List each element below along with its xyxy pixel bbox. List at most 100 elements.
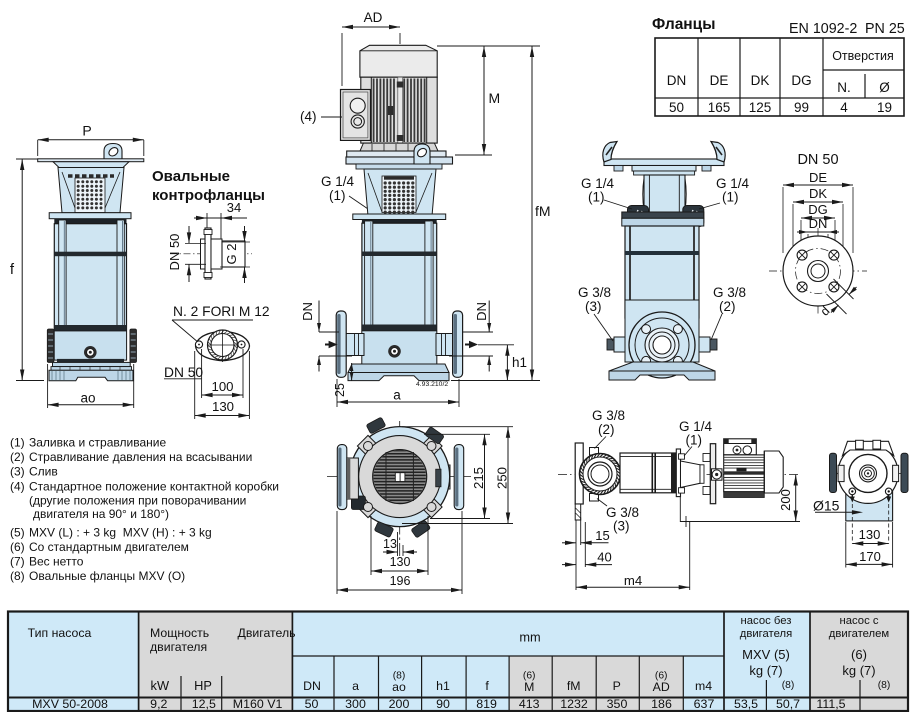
svg-text:DN: DN [303, 679, 321, 693]
svg-text:G 1/4: G 1/4 [679, 419, 713, 434]
svg-text:125: 125 [749, 100, 772, 115]
svg-text:G 3/8: G 3/8 [592, 408, 625, 423]
svg-text:двигателя: двигателя [150, 640, 207, 654]
svg-text:PN 25: PN 25 [865, 21, 905, 37]
svg-text:DE: DE [809, 170, 827, 185]
svg-text:300: 300 [345, 697, 366, 711]
svg-text:200: 200 [389, 697, 410, 711]
svg-text:f: f [485, 679, 489, 693]
svg-text:Овальные фланцы MXV (О): Овальные фланцы MXV (О) [29, 569, 185, 583]
svg-text:(8): (8) [782, 680, 795, 691]
svg-text:a: a [393, 388, 401, 403]
svg-text:99: 99 [794, 100, 809, 115]
svg-text:MXV (5): MXV (5) [742, 647, 790, 662]
svg-text:a: a [352, 679, 359, 693]
svg-text:kW: kW [151, 678, 170, 693]
svg-text:G 3/8: G 3/8 [578, 285, 611, 300]
svg-text:G 1/4: G 1/4 [716, 176, 750, 191]
svg-text:(6): (6) [851, 647, 867, 662]
svg-text:Слив: Слив [29, 465, 58, 479]
svg-text:DG: DG [791, 73, 811, 88]
svg-text:186: 186 [651, 697, 672, 711]
svg-text:200: 200 [778, 489, 793, 511]
svg-text:(6): (6) [523, 671, 536, 682]
svg-text:G 3/8: G 3/8 [713, 285, 746, 300]
svg-text:M160 V1: M160 V1 [233, 697, 283, 711]
svg-text:(2): (2) [719, 299, 736, 314]
svg-text:DG: DG [808, 202, 828, 217]
svg-text:AD: AD [364, 10, 383, 25]
svg-text:m4: m4 [695, 679, 712, 693]
svg-text:Тип насоса: Тип насоса [28, 626, 92, 640]
svg-text:MXV 50-2008: MXV 50-2008 [32, 697, 108, 711]
svg-text:Стравливание давления на всасы: Стравливание давления на всасывании [29, 450, 252, 464]
svg-text:ao: ao [392, 680, 406, 694]
svg-text:90: 90 [436, 697, 450, 711]
svg-text:637: 637 [694, 697, 715, 711]
svg-text:M: M [489, 90, 501, 106]
svg-text:(6): (6) [655, 671, 668, 682]
svg-text:50: 50 [305, 697, 319, 711]
svg-text:m4: m4 [624, 573, 642, 588]
svg-text:(другие положения при поворачи: (другие положения при поворачивании [29, 494, 246, 508]
svg-text:Ø15: Ø15 [813, 498, 840, 514]
svg-text:DN: DN [300, 302, 315, 321]
svg-text:h1: h1 [436, 679, 450, 693]
svg-text:DE: DE [710, 73, 729, 88]
svg-text:G 1/4: G 1/4 [321, 174, 355, 189]
svg-text:G 1/4: G 1/4 [581, 176, 615, 191]
svg-text:40: 40 [597, 550, 611, 565]
svg-text:f: f [10, 261, 15, 278]
svg-text:(7): (7) [10, 555, 25, 569]
svg-text:(3): (3) [613, 519, 630, 534]
svg-text:AD: AD [653, 680, 670, 694]
svg-text:4: 4 [840, 100, 848, 115]
svg-text:DN: DN [667, 73, 687, 88]
svg-text:15: 15 [595, 528, 609, 543]
svg-text:MXV (L) : + 3 kg MXV (H) : +: MXV (L) : + 3 kg MXV (H) : + 3 kg [29, 526, 212, 540]
svg-text:DK: DK [751, 73, 770, 88]
svg-text:EN 1092-2: EN 1092-2 [789, 21, 857, 37]
svg-text:(4): (4) [10, 480, 25, 494]
svg-text:Со стандартным двигателем: Со стандартным двигателем [29, 540, 189, 554]
svg-text:(2): (2) [10, 450, 25, 464]
svg-text:(8): (8) [393, 671, 406, 682]
svg-text:165: 165 [708, 100, 731, 115]
svg-text:Двигатель: Двигатель [238, 626, 296, 640]
svg-text:DN: DN [474, 302, 489, 321]
svg-text:170: 170 [859, 549, 881, 564]
svg-text:(3): (3) [10, 465, 25, 479]
svg-text:4.93.210/2: 4.93.210/2 [416, 381, 448, 388]
svg-text:(1): (1) [10, 436, 25, 450]
svg-text:1232: 1232 [560, 697, 588, 711]
svg-text:насос без: насос без [741, 615, 792, 627]
svg-text:53,5: 53,5 [734, 697, 758, 711]
svg-text:(1): (1) [686, 433, 703, 448]
svg-text:(8): (8) [878, 680, 891, 691]
svg-text:(1): (1) [588, 190, 605, 205]
svg-text:двигателем: двигателем [829, 628, 889, 640]
svg-text:Стандартное положение контактн: Стандартное положение контактной коробки [29, 480, 279, 494]
svg-text:Ø: Ø [879, 80, 890, 95]
svg-text:(4): (4) [300, 109, 317, 124]
svg-text:mm: mm [519, 630, 540, 645]
svg-text:(5): (5) [10, 526, 25, 540]
svg-text:DN 50: DN 50 [797, 152, 838, 168]
svg-text:fM: fM [567, 679, 581, 693]
svg-text:(2): (2) [598, 422, 615, 437]
svg-text:N. 2 FORI M 12: N. 2 FORI M 12 [173, 304, 270, 319]
svg-text:N.: N. [837, 80, 851, 95]
svg-text:(1): (1) [722, 190, 739, 205]
svg-text:DN 50: DN 50 [167, 234, 182, 271]
svg-text:13: 13 [383, 537, 397, 551]
svg-text:34: 34 [227, 200, 241, 215]
svg-text:DN 50: DN 50 [164, 365, 203, 380]
svg-text:Овальные: Овальные [152, 168, 230, 185]
svg-text:Фланцы: Фланцы [652, 16, 715, 33]
svg-text:fM: fM [535, 203, 551, 219]
svg-text:Заливка и стравливание: Заливка и стравливание [29, 436, 166, 450]
svg-text:413: 413 [519, 697, 540, 711]
svg-text:kg (7): kg (7) [842, 663, 875, 678]
svg-text:50,7: 50,7 [776, 697, 800, 711]
svg-text:G 2: G 2 [224, 244, 239, 265]
